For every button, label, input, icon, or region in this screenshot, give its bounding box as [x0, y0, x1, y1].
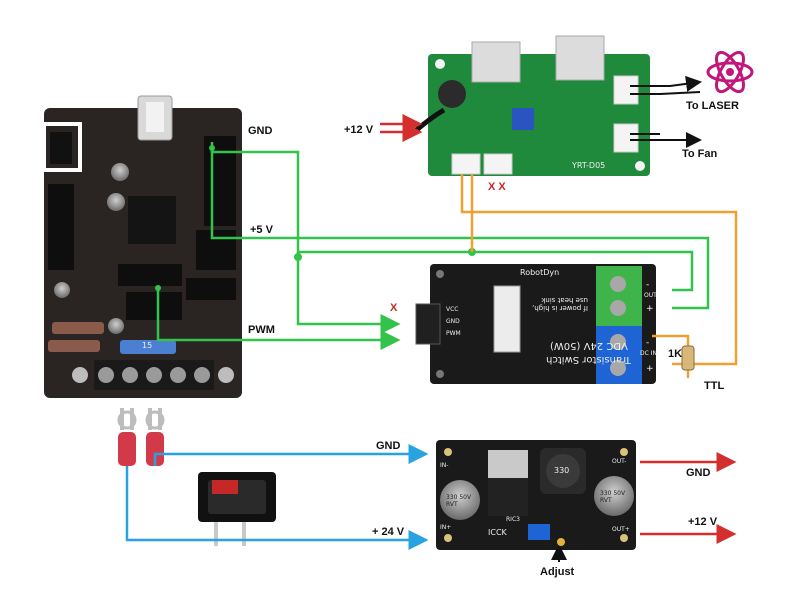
label-controller-5v: +5 V [250, 224, 273, 236]
laser-driver-model: YRT-D05 [572, 161, 606, 170]
buck-out-plus: OUT+ [612, 526, 630, 533]
controller-board [42, 95, 242, 398]
mosfet-in-plus: + [646, 364, 654, 374]
wire-gnd-mosfet [296, 252, 401, 334]
red-wires [380, 114, 737, 544]
buck-in-minus: IN- [440, 462, 449, 469]
buck-out-minus: OUT- [612, 458, 627, 465]
fuse-2 [48, 340, 100, 352]
atom-icon [706, 50, 754, 94]
mosfet-in-minus: - [646, 338, 650, 348]
laser-driver-board [410, 35, 650, 176]
green-wires [156, 142, 710, 350]
label-to-laser: To LASER [686, 100, 739, 112]
mosfet-brand: RobotDyn [520, 268, 560, 277]
label-controller-pwm: PWM [248, 324, 275, 336]
label-resistor: 1K [668, 348, 683, 360]
cap-text-right: 330 50V RVT [600, 490, 626, 504]
inductor-text: 330 [554, 466, 570, 475]
wire-pwm [156, 288, 401, 350]
label-psu-24v-in: + 24 V [372, 526, 405, 538]
mosfet-out-plus: + [646, 304, 654, 314]
mosfet-pin-vcc: VCC [446, 306, 459, 313]
label-adjust: Adjust [540, 566, 575, 578]
label-laser-12v: +12 V [344, 124, 374, 136]
mosfet-title-1: Transistor Switch [546, 354, 631, 365]
mcu-chip [128, 196, 176, 244]
wire-psu-24v [125, 466, 429, 550]
laser-trimpot [512, 108, 534, 130]
mosfet-terminal-out: OUT [644, 292, 657, 299]
wire-5v [210, 148, 710, 310]
wire-psu-gnd [153, 444, 429, 466]
mosfet-title-2: VDC 24V (50W) [550, 340, 628, 351]
blue-wires [125, 444, 429, 550]
buck-trimpot [528, 524, 550, 540]
mosfet-pin-gnd: GND [446, 318, 460, 325]
rocker-switch [198, 472, 276, 546]
fuse-3 [120, 340, 176, 354]
mosfet-module [415, 264, 656, 384]
label-unused-xx: X X [488, 181, 506, 193]
label-unused-x: X [390, 302, 398, 314]
cap-text-left: 330 50V RVT [446, 494, 472, 508]
mosfet-note: If power is high, use heat sink [532, 296, 588, 312]
highlight-box [42, 122, 82, 172]
label-to-fan: To Fan [682, 148, 718, 160]
buck-brand: ICCK [488, 528, 507, 537]
label-psu-12v-out: +12 V [688, 516, 718, 528]
wire-ttl [460, 174, 738, 366]
out-terminal [596, 266, 642, 326]
screw-terminals [72, 360, 234, 390]
label-psu-gnd-out: GND [686, 467, 711, 479]
buck-pot: RIC3 [506, 516, 520, 523]
wire-resistor [652, 334, 690, 346]
label-controller-gnd: GND [248, 125, 273, 137]
resistor-1k [681, 345, 695, 371]
fuse-text: 15 [142, 341, 153, 350]
mosfet-out-minus: - [646, 280, 650, 290]
mosfet-terminal-in: DC IN [640, 350, 657, 357]
orange-wires [460, 174, 738, 378]
spade-terminals [117, 408, 165, 466]
fuse-1 [52, 322, 104, 334]
buck-converter [436, 440, 636, 550]
mosfet-pin-pwm: PWM [446, 330, 461, 337]
black-wires [630, 75, 702, 148]
label-psu-gnd-in: GND [376, 440, 401, 452]
label-ttl: TTL [704, 380, 725, 392]
buck-in-plus: IN+ [440, 524, 452, 531]
